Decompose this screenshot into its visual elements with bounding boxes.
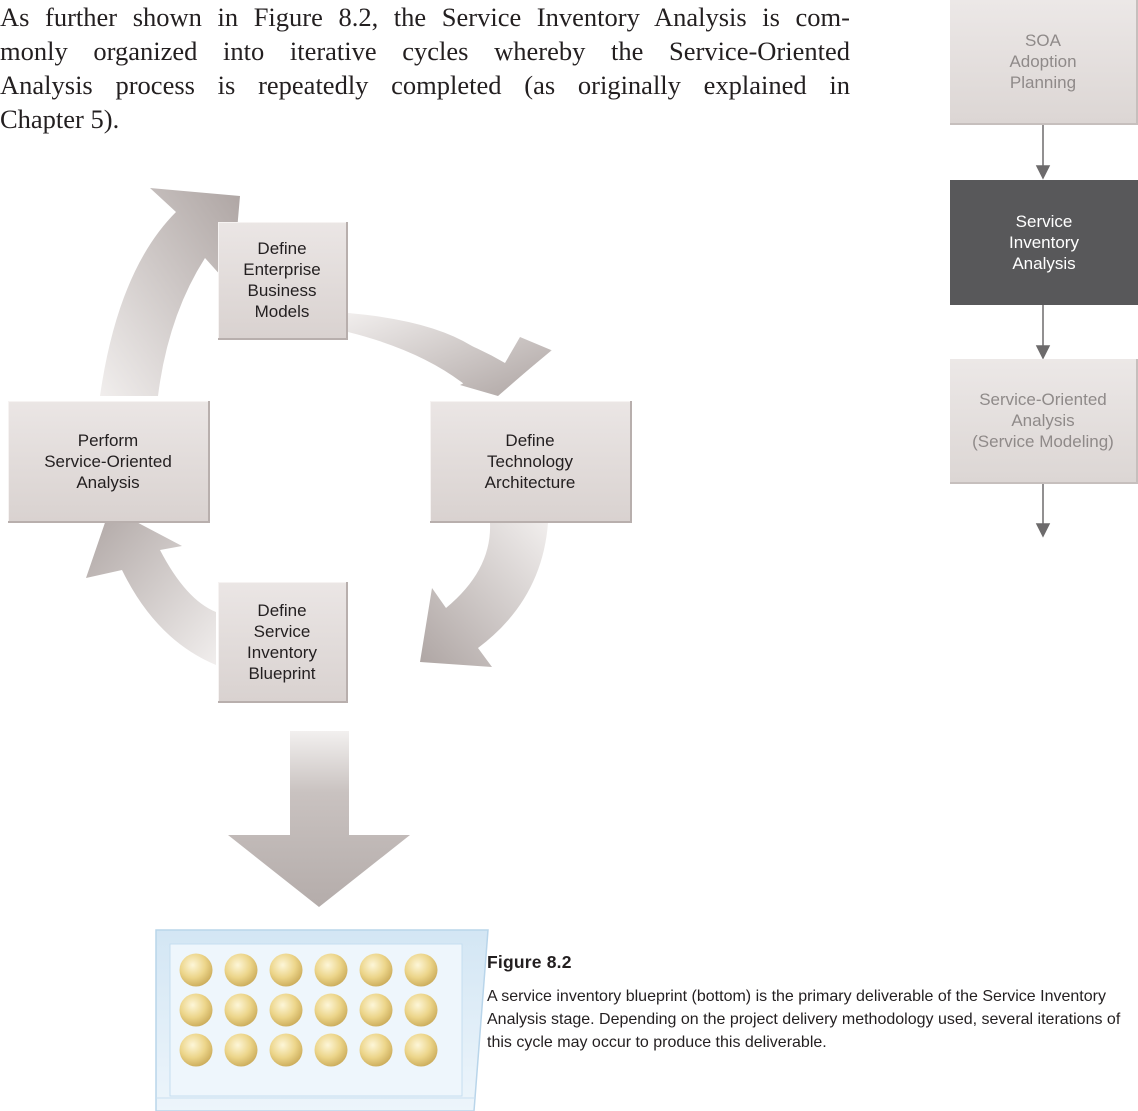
service-sphere-icon: [179, 953, 213, 987]
service-sphere-icon: [269, 953, 303, 987]
figure-caption: Figure 8.2 A service inventory blueprint…: [487, 952, 1138, 1081]
service-sphere-icon: [314, 993, 348, 1027]
stage-label: Service-Oriented Analysis (Service Model…: [972, 390, 1114, 451]
service-sphere-icon: [269, 993, 303, 1027]
stage-service-oriented-analysis: Service-Oriented Analysis (Service Model…: [950, 359, 1138, 484]
cycle-box-technology-architecture: Define Technology Architecture: [430, 401, 632, 523]
down-arrow-icon: [228, 731, 410, 907]
cycle-box-service-inventory-blueprint: Define Service Inventory Blueprint: [218, 582, 348, 703]
sidebar-connector-icon: [1035, 125, 1051, 538]
service-spheres: [179, 953, 438, 1067]
stage-soa-adoption-planning: SOA Adoption Planning: [950, 0, 1138, 125]
service-sphere-icon: [404, 953, 438, 987]
intro-paragraph: As further shown in Figure 8.2, the Serv…: [0, 0, 850, 136]
intro-line: Chapter 5).: [0, 104, 120, 134]
service-sphere-icon: [179, 1033, 213, 1067]
cycle-box-enterprise-models: Define Enterprise Business Models: [218, 222, 348, 340]
service-sphere-icon: [404, 1033, 438, 1067]
service-sphere-icon: [359, 993, 393, 1027]
curved-arrow-icon: [420, 523, 548, 667]
stage-label: SOA Adoption Planning: [1009, 31, 1077, 92]
service-sphere-icon: [269, 1033, 303, 1067]
curved-arrow-icon: [100, 188, 240, 396]
cycle-box-label: Define Technology Architecture: [484, 430, 576, 492]
curved-arrow-icon: [86, 508, 216, 665]
cycle-box-label: Perform Service-Oriented Analysis: [44, 430, 172, 492]
cycle-box-service-oriented-analysis: Perform Service-Oriented Analysis: [8, 401, 210, 523]
intro-line: monly organized into iterative cycles wh…: [0, 36, 850, 66]
service-sphere-icon: [224, 953, 258, 987]
curved-arrow-icon: [348, 313, 552, 396]
service-sphere-icon: [179, 993, 213, 1027]
stage-label: Service Inventory Analysis: [1009, 212, 1079, 273]
intro-line: Analysis process is repeatedly completed…: [0, 70, 850, 100]
caption-title: Figure 8.2: [487, 952, 572, 972]
intro-line: As further shown in Figure 8.2, the Serv…: [0, 2, 850, 32]
cycle-box-label: Define Enterprise Business Models: [243, 239, 321, 321]
service-sphere-icon: [359, 1033, 393, 1067]
service-sphere-icon: [224, 993, 258, 1027]
cycle-box-label: Define Service Inventory Blueprint: [247, 600, 317, 683]
service-sphere-icon: [359, 953, 393, 987]
service-sphere-icon: [404, 993, 438, 1027]
service-sphere-icon: [314, 1033, 348, 1067]
stage-service-inventory-analysis: Service Inventory Analysis: [950, 180, 1138, 305]
service-sphere-icon: [314, 953, 348, 987]
service-sphere-icon: [224, 1033, 258, 1067]
caption-body: A service inventory blueprint (bottom) i…: [487, 988, 1121, 1051]
